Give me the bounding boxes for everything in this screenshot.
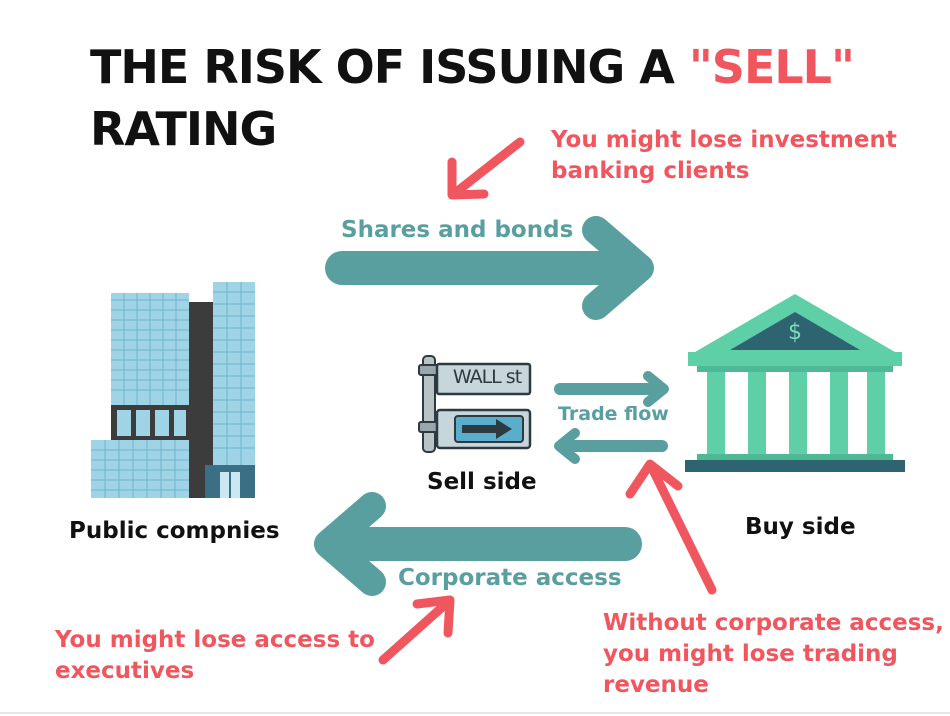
trade-flow-label: Trade flow bbox=[558, 403, 669, 425]
risk-line: banking clients bbox=[551, 158, 750, 184]
sell-side-label: Sell side bbox=[427, 469, 537, 495]
wall-street-sign-icon bbox=[418, 355, 532, 453]
corporate-access-label: Corporate access bbox=[398, 565, 622, 591]
corporate-access-arrow bbox=[314, 492, 642, 596]
shares-bonds-arrow bbox=[325, 216, 654, 320]
risk-line: Without corporate access, bbox=[603, 610, 944, 636]
page-title: THE RISK OF ISSUING A "SELL" RATING bbox=[90, 36, 890, 160]
risk-line: executives bbox=[55, 658, 195, 684]
red-arrow-executives bbox=[378, 595, 455, 665]
risk-line: You might lose investment bbox=[551, 127, 897, 153]
public-companies-label: Public compnies bbox=[69, 518, 280, 544]
trade-flow-right-arrow bbox=[554, 371, 669, 407]
title-highlight: "SELL" bbox=[688, 40, 855, 94]
risk-line: you might lose trading bbox=[603, 641, 898, 667]
title-line-2: RATING bbox=[90, 102, 277, 156]
bottom-divider bbox=[0, 712, 950, 714]
risk-trading-revenue: Without corporate access, you might lose… bbox=[603, 608, 944, 701]
shares-bonds-label: Shares and bonds bbox=[341, 217, 574, 243]
risk-line: You might lose access to bbox=[55, 627, 375, 653]
red-arrow-trading-revenue bbox=[625, 459, 717, 595]
title-prefix: THE RISK OF ISSUING A bbox=[90, 40, 689, 94]
title-line-1: THE RISK OF ISSUING A "SELL" bbox=[90, 36, 890, 98]
bank-icon bbox=[685, 294, 905, 472]
red-arrow-investment-banking bbox=[447, 137, 525, 200]
risk-executives: You might lose access to executives bbox=[55, 625, 375, 687]
sign-text: WALL st bbox=[452, 366, 522, 388]
dollar-icon: $ bbox=[788, 320, 802, 345]
trade-flow-left-arrow bbox=[554, 428, 668, 464]
office-building-icon bbox=[91, 282, 255, 498]
risk-investment-banking: You might lose investment banking client… bbox=[551, 125, 897, 187]
buy-side-label: Buy side bbox=[745, 514, 856, 540]
risk-line: revenue bbox=[603, 672, 709, 698]
